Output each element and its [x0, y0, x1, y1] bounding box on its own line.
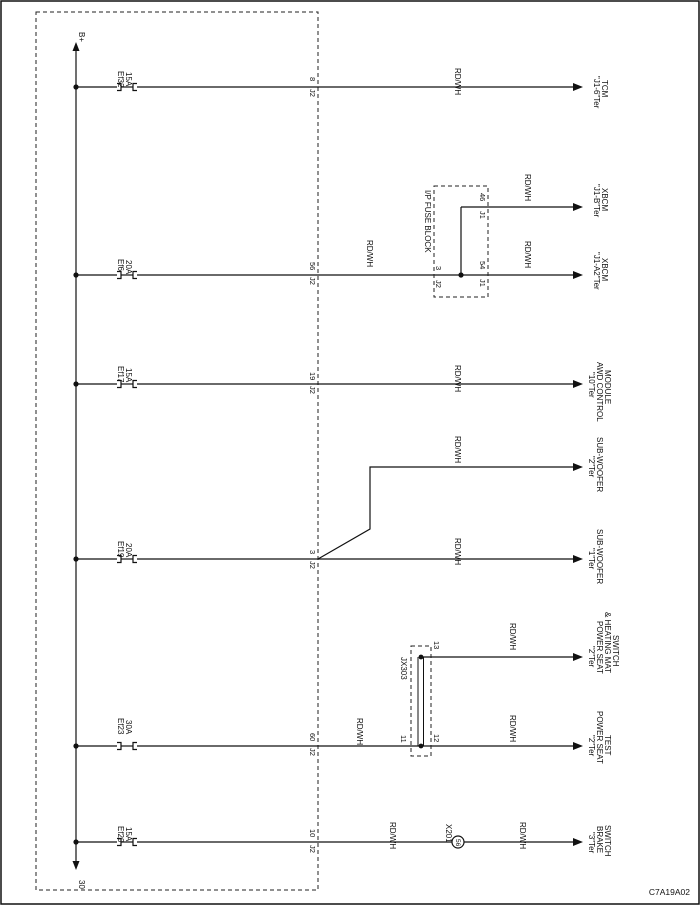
device-name-line2: MODULE: [603, 370, 612, 404]
terminal-label: "J1-B"Ter: [592, 184, 601, 218]
device-name: SUB-WOOFER: [595, 437, 604, 492]
wire-color-label: RD/WH: [508, 623, 517, 650]
terminal-label: "10"Ter: [587, 372, 596, 398]
block-pin: 13: [432, 641, 441, 649]
device-name: SUB-WOOFER: [595, 529, 604, 584]
fuse-box-boundary: [35, 11, 319, 891]
fuse-amps: 30A: [124, 720, 133, 735]
device-name-line1: AWD CONTROL: [595, 362, 604, 422]
device-name: TCM: [600, 80, 609, 98]
wire-color-label: RD/WH: [523, 174, 532, 201]
wire-color-label: RD/WH: [453, 436, 462, 463]
terminal-label: "2"Ter: [587, 646, 596, 668]
diagram-id: C7A19A02: [649, 887, 690, 897]
splice-pin: 56: [454, 839, 461, 847]
branch-wire: [317, 466, 574, 560]
block-in-conn: J2: [434, 280, 443, 288]
block-pin: 12: [432, 734, 441, 742]
pin-label: 19: [308, 372, 317, 380]
wire-color-label: RD/WH: [453, 68, 462, 95]
fuse-amps: 20A: [124, 543, 133, 558]
connector-label: J2: [308, 748, 317, 756]
block-pin: 46: [478, 193, 487, 201]
bus-bottom-label: 30: [77, 880, 86, 889]
arrow-right-icon: [573, 203, 583, 211]
fuse-amps: 15A: [124, 72, 133, 87]
wire-color-label: RD/WH: [518, 822, 527, 849]
arrow-right-icon: [573, 742, 583, 750]
block-title: I/P FUSE BLOCK: [423, 190, 432, 253]
bus-arrow-down-icon: [72, 861, 80, 870]
wire-color-label: RD/WH: [365, 240, 374, 267]
wire-color-label: RD/WH: [355, 718, 364, 745]
device-name-line3: SWITCH: [611, 635, 620, 667]
pin-label: 56: [308, 262, 317, 270]
terminal-label: "J1-6"Ter: [592, 76, 601, 109]
splice-dot: [418, 743, 424, 749]
device-name: XBCM: [600, 258, 609, 281]
arrow-right-icon: [573, 83, 583, 91]
block-in-pin: 11: [399, 735, 408, 743]
jx303-box: [410, 645, 432, 757]
terminal-label: "J1-A2"Ter: [592, 252, 601, 290]
wire-color-label: RD/WH: [523, 241, 532, 268]
device-name-line1: POWER SEAT: [595, 621, 604, 674]
wire-color-label: RD/WH: [453, 365, 462, 392]
connector-label: J2: [308, 386, 317, 394]
arrow-right-icon: [573, 463, 583, 471]
pin-label: 3: [308, 550, 317, 554]
connector-label: J2: [308, 89, 317, 97]
circuit-ef23: JX303 11 13 12 Ef23 30A J2 60 RD/WH RD/W…: [73, 612, 620, 764]
pin-label: 10: [308, 829, 317, 837]
circuit-ef32: Ef32 15A J2 8 RD/WH "J1-6"Ter TCM: [73, 68, 609, 109]
terminal-label: "1"Ter: [587, 548, 596, 570]
pin-label: 60: [308, 733, 317, 741]
block-out-conn: J1: [478, 211, 487, 219]
arrow-right-icon: [573, 653, 583, 661]
fuse-name: Ef23: [116, 718, 125, 735]
connector-label: J2: [308, 845, 317, 853]
arrow-right-icon: [573, 838, 583, 846]
fuse-name: Ef20: [116, 826, 125, 843]
bus-arrow-up-icon: [72, 42, 80, 51]
pin-label: 8: [308, 77, 317, 81]
fuse-name: Ef17: [116, 366, 125, 383]
circuit-ef6: I/P FUSE BLOCK J2 3 J1 46 J1 54 Ef6 20A …: [73, 174, 609, 298]
arrow-right-icon: [573, 271, 583, 279]
connector-label: J2: [308, 561, 317, 569]
wire-color-label: RD/WH: [388, 822, 397, 849]
splice-name: X201: [444, 824, 453, 843]
circuit-ef20: X201 56 Ef20 15A J2 10 RD/WH RD/WH "3"Te…: [73, 822, 612, 857]
device-name: XBCM: [600, 188, 609, 211]
connector-label: J2: [308, 277, 317, 285]
block-out-conn: J1: [478, 279, 487, 287]
ip-fuse-block-box: [433, 185, 489, 298]
wire-color-label: RD/WH: [453, 538, 462, 565]
terminal-label: "2"Ter: [587, 735, 596, 757]
arrow-right-icon: [573, 380, 583, 388]
fuse-amps: 20A: [124, 260, 133, 275]
fuse-name: Ef32: [116, 71, 125, 88]
fuse-name: Ef19: [116, 541, 125, 558]
block-pin: 54: [478, 261, 487, 269]
device-name-line2: SWITCH: [603, 825, 612, 857]
wire-color-label: RD/WH: [508, 715, 517, 742]
device-name-line2: TEST: [603, 735, 612, 756]
block-title: JX303: [399, 657, 408, 680]
terminal-label: "2"Ter: [587, 456, 596, 478]
bus-top-label: B+: [77, 32, 86, 42]
terminal-label: "3"Ter: [587, 832, 596, 854]
circuit-ef19: Ef19 20A J2 3 RD/WH RD/WH "2"Ter SUB-WOO…: [73, 436, 604, 584]
fuse-name: Ef6: [116, 259, 125, 272]
device-name-line2: & HEATING MAT: [603, 612, 612, 673]
circuit-ef17: Ef17 15A J2 19 RD/WH "10"Ter AWD CONTROL…: [73, 362, 612, 422]
fuse-amps: 15A: [124, 827, 133, 842]
device-name-line1: POWER SEAT: [595, 711, 604, 764]
device-name-line1: BRAKE: [595, 826, 604, 853]
block-in-pin: 3: [434, 266, 443, 270]
arrow-right-icon: [573, 555, 583, 563]
fuse-amps: 15A: [124, 368, 133, 383]
